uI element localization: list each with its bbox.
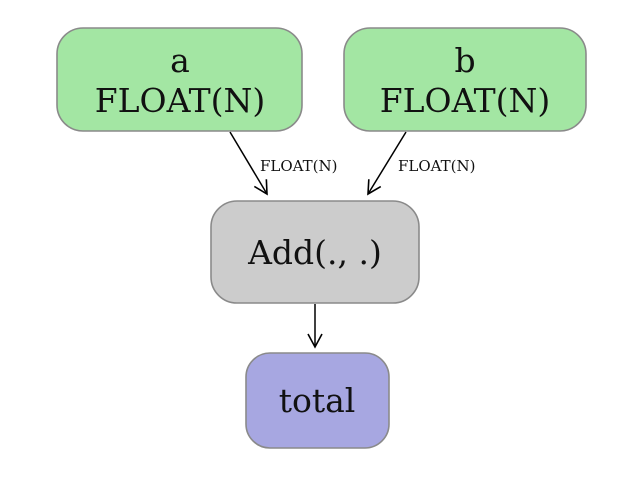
node-total: total	[245, 352, 390, 449]
node-a-name: a	[170, 41, 190, 80]
node-a-type: FLOAT(N)	[95, 81, 266, 120]
node-a-shape	[56, 27, 303, 132]
node-total-label: total	[279, 381, 356, 420]
node-b-type: FLOAT(N)	[380, 81, 551, 120]
node-b-shape	[343, 27, 587, 132]
edge-a-to-add	[229, 131, 268, 196]
node-b: b FLOAT(N)	[343, 27, 587, 132]
node-add: Add(., .)	[210, 200, 420, 304]
edge-label-b-add: FLOAT(N)	[398, 157, 476, 175]
node-total-shape	[245, 352, 390, 449]
node-add-shape	[210, 200, 420, 304]
node-b-name: b	[454, 41, 475, 80]
node-add-label: Add(., .)	[247, 233, 382, 272]
edge-b-to-add	[367, 131, 407, 196]
edge-label-a-add: FLOAT(N)	[260, 157, 338, 175]
node-a: a FLOAT(N)	[56, 27, 303, 132]
